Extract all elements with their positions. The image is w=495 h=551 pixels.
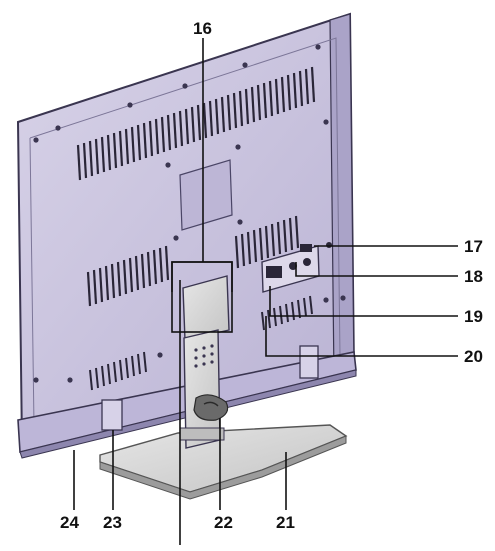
callout-19: 19 <box>464 307 483 326</box>
left-speaker-grille <box>89 351 147 391</box>
stand-base-edge <box>99 435 347 500</box>
screw-holes <box>33 44 346 383</box>
callout-20: 20 <box>464 347 483 366</box>
callout-23: 23 <box>103 513 122 532</box>
tv-side-edge <box>329 13 355 379</box>
callout-24: 24 <box>60 513 79 532</box>
leader-lines <box>73 38 458 545</box>
terminal-panel <box>261 242 332 293</box>
callout-17: 17 <box>464 237 483 256</box>
callout-18: 18 <box>464 267 483 286</box>
right-speaker-grille <box>261 295 313 331</box>
callout-21: 21 <box>276 513 295 532</box>
middle-vent-grille <box>86 215 300 307</box>
wall-mount-recess <box>179 159 233 231</box>
callout-22: 22 <box>214 513 233 532</box>
callout-16: 16 <box>193 19 212 38</box>
top-vent-grille <box>76 66 316 181</box>
bar-clip-right <box>299 345 319 379</box>
bar-clip-left <box>101 399 123 431</box>
